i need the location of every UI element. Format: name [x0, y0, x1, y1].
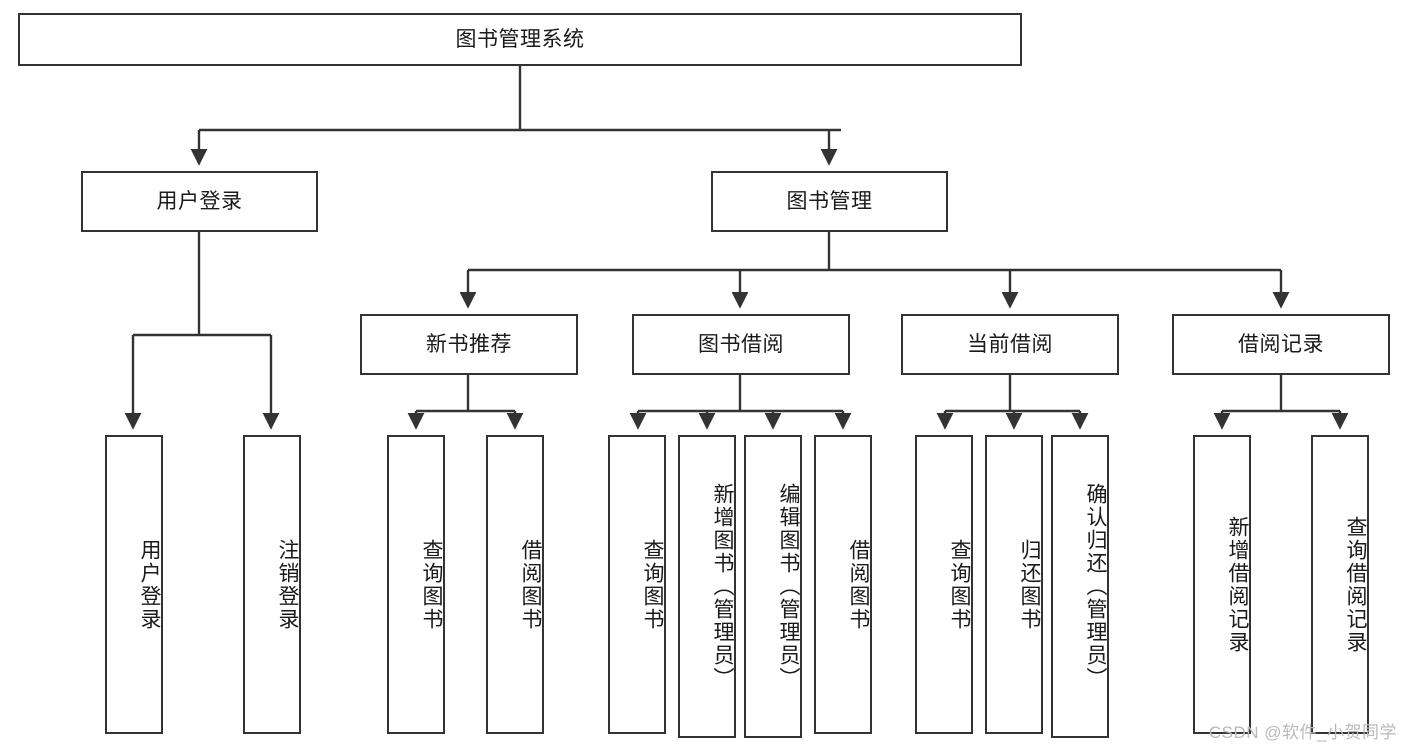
node-return-book[interactable]: 归还图书	[985, 435, 1043, 734]
node-query-book-1-label: 查询图书	[420, 538, 443, 631]
node-return-book-label: 归还图书	[1018, 538, 1041, 631]
node-user-logout-label: 注销登录	[276, 538, 299, 631]
node-query-borrow-record[interactable]: 查询借阅记录	[1311, 435, 1369, 734]
node-borrow-book-2-label: 借阅图书	[847, 538, 870, 631]
node-query-borrow-record-label: 查询借阅记录	[1344, 515, 1367, 654]
node-borrow-book-1[interactable]: 借阅图书	[486, 435, 544, 734]
node-confirm-return-label: 确认归还（管理员）	[1084, 483, 1107, 690]
node-new-book-recommend[interactable]: 新书推荐	[360, 314, 578, 375]
node-borrow-record[interactable]: 借阅记录	[1172, 314, 1390, 375]
node-query-book-2[interactable]: 查询图书	[608, 435, 666, 734]
node-borrow-book-1-label: 借阅图书	[519, 538, 542, 631]
node-user-logout[interactable]: 注销登录	[243, 435, 301, 734]
node-root-label: 图书管理系统	[455, 27, 585, 51]
node-book-borrow-label: 图书借阅	[698, 332, 784, 356]
node-add-borrow-record-label: 新增借阅记录	[1226, 515, 1249, 654]
node-user-login-label: 用户登录	[156, 189, 243, 213]
node-current-borrow[interactable]: 当前借阅	[901, 314, 1119, 375]
node-add-book[interactable]: 新增图书（管理员）	[678, 435, 736, 738]
node-query-book-3[interactable]: 查询图书	[915, 435, 973, 734]
node-book-borrow[interactable]: 图书借阅	[632, 314, 850, 375]
node-query-book-3-label: 查询图书	[948, 538, 971, 631]
node-add-book-label: 新增图书（管理员）	[711, 483, 734, 690]
node-borrow-record-label: 借阅记录	[1238, 332, 1324, 356]
node-user-login-do[interactable]: 用户登录	[105, 435, 163, 734]
node-new-book-recommend-label: 新书推荐	[426, 332, 512, 356]
watermark-text: CSDN @软件_小贺同学	[1208, 723, 1397, 742]
node-borrow-book-2[interactable]: 借阅图书	[814, 435, 872, 734]
node-query-book-1[interactable]: 查询图书	[387, 435, 445, 734]
node-book-management[interactable]: 图书管理	[711, 171, 948, 232]
node-user-login[interactable]: 用户登录	[81, 171, 318, 232]
node-user-login-do-label: 用户登录	[138, 538, 161, 631]
node-book-management-label: 图书管理	[786, 189, 873, 213]
node-query-book-2-label: 查询图书	[641, 538, 664, 631]
node-edit-book[interactable]: 编辑图书（管理员）	[744, 435, 802, 738]
node-add-borrow-record[interactable]: 新增借阅记录	[1193, 435, 1251, 734]
node-edit-book-label: 编辑图书（管理员）	[777, 483, 800, 690]
node-confirm-return[interactable]: 确认归还（管理员）	[1051, 435, 1109, 738]
node-current-borrow-label: 当前借阅	[967, 332, 1053, 356]
node-root[interactable]: 图书管理系统	[18, 13, 1022, 66]
